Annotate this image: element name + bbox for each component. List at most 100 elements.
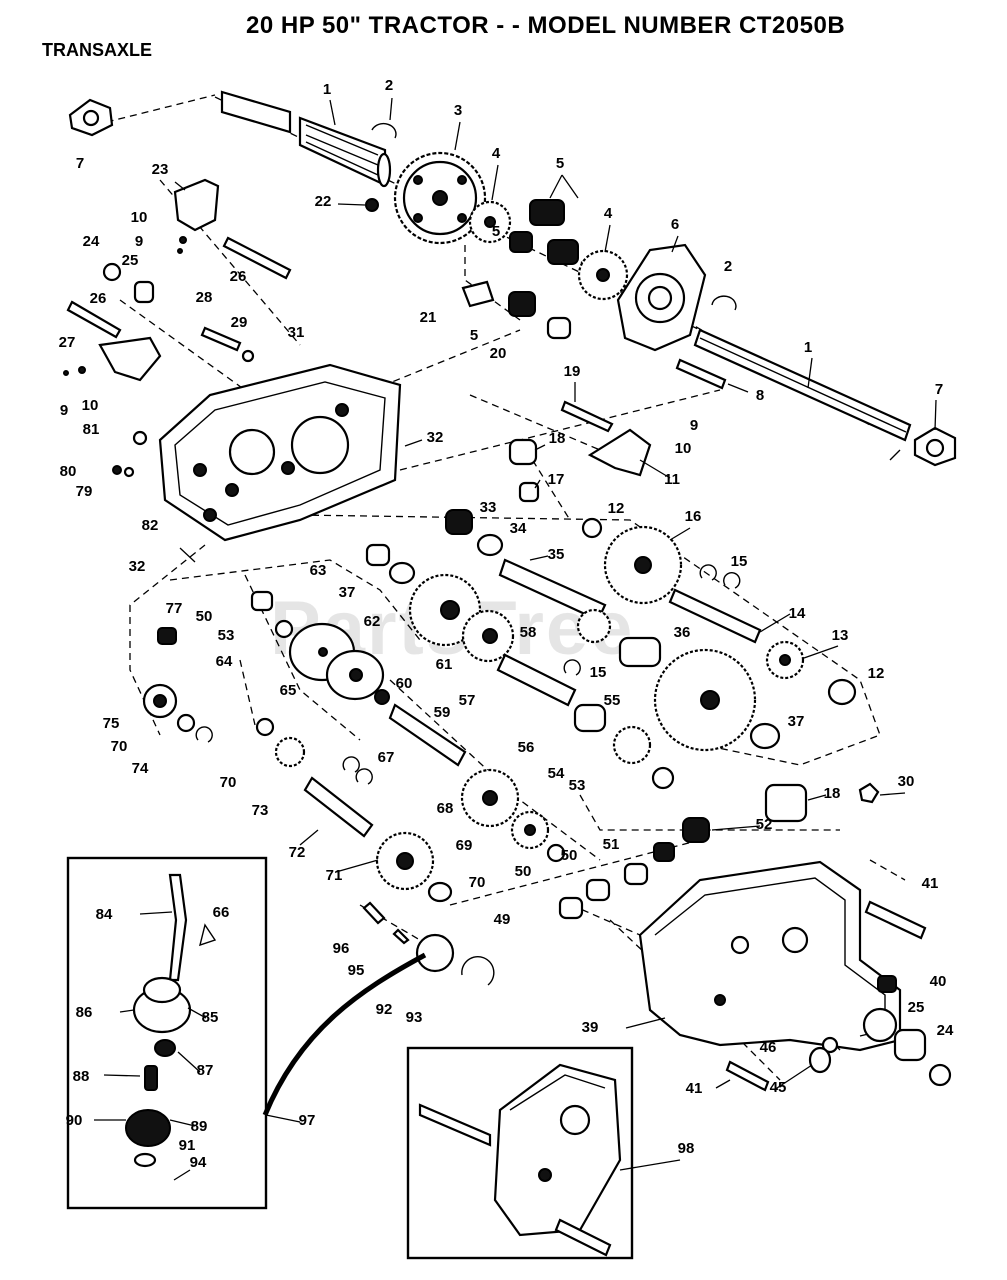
callout-7: 7 xyxy=(76,155,84,172)
callout-36: 36 xyxy=(674,624,691,641)
callout-90: 90 xyxy=(66,1112,83,1129)
callout-7: 7 xyxy=(935,381,943,398)
callout-12: 12 xyxy=(608,500,625,517)
callout-69: 69 xyxy=(456,837,473,854)
callout-41: 41 xyxy=(922,875,939,892)
callout-92: 92 xyxy=(376,1001,393,1018)
callout-66: 66 xyxy=(213,904,230,921)
callout-2: 2 xyxy=(385,77,393,94)
callout-50: 50 xyxy=(196,608,213,625)
callout-62: 62 xyxy=(364,613,381,630)
callout-2: 2 xyxy=(724,258,732,275)
callout-46: 46 xyxy=(760,1039,777,1056)
callout-94: 94 xyxy=(190,1154,207,1171)
callout-25: 25 xyxy=(908,999,925,1016)
callout-4: 4 xyxy=(604,205,613,222)
callout-58: 58 xyxy=(520,624,537,641)
shifter-inset xyxy=(66,856,268,1210)
section-label: TRANSAXLE xyxy=(42,40,153,60)
callout-61: 61 xyxy=(436,656,453,673)
callout-91: 91 xyxy=(179,1137,196,1154)
callout-39: 39 xyxy=(582,1019,599,1036)
callout-89: 89 xyxy=(191,1118,208,1135)
callout-29: 29 xyxy=(231,314,248,331)
diagram-title: 20 HP 50" TRACTOR - - MODEL NUMBER CT205… xyxy=(246,12,846,39)
callout-35: 35 xyxy=(548,546,565,563)
callout-70: 70 xyxy=(469,874,486,891)
callout-26: 26 xyxy=(230,268,247,285)
callout-77: 77 xyxy=(166,600,183,617)
callout-68: 68 xyxy=(437,800,454,817)
callout-53: 53 xyxy=(569,777,586,794)
callout-32: 32 xyxy=(129,558,146,575)
callout-63: 63 xyxy=(310,562,327,579)
callout-1: 1 xyxy=(323,81,331,98)
callout-60: 60 xyxy=(396,675,413,692)
callout-11: 11 xyxy=(664,471,680,488)
callout-27: 27 xyxy=(59,334,76,351)
mid-gear-train xyxy=(142,400,880,920)
callout-28: 28 xyxy=(196,289,213,306)
callout-56: 56 xyxy=(518,739,535,756)
callout-1: 1 xyxy=(804,339,812,356)
callout-74: 74 xyxy=(132,760,149,777)
callout-10: 10 xyxy=(675,440,692,457)
left-case-half xyxy=(112,363,423,563)
callout-75: 75 xyxy=(103,715,120,732)
callout-10: 10 xyxy=(131,209,148,226)
callout-18: 18 xyxy=(549,430,566,447)
callout-25: 25 xyxy=(122,252,139,269)
callout-19: 19 xyxy=(564,363,581,380)
callout-72: 72 xyxy=(289,844,306,861)
callout-81: 81 xyxy=(83,421,100,438)
leader-lines xyxy=(94,97,937,1127)
callout-55: 55 xyxy=(604,692,621,709)
callout-12: 12 xyxy=(868,665,885,682)
callout-20: 20 xyxy=(490,345,507,362)
callout-49: 49 xyxy=(494,911,511,928)
callout-4: 4 xyxy=(492,145,501,162)
callout-6: 6 xyxy=(671,216,679,233)
callout-13: 13 xyxy=(832,627,849,644)
callout-73: 73 xyxy=(252,802,269,819)
callout-3: 3 xyxy=(454,102,462,119)
callout-5: 5 xyxy=(556,155,564,172)
callout-93: 93 xyxy=(406,1009,423,1026)
callout-97: 97 xyxy=(299,1112,316,1129)
callout-33: 33 xyxy=(480,499,497,516)
callout-9: 9 xyxy=(690,417,698,434)
callout-96: 96 xyxy=(333,940,350,957)
callout-15: 15 xyxy=(731,553,748,570)
callout-67: 67 xyxy=(378,749,395,766)
callout-17: 17 xyxy=(548,471,565,488)
callout-31: 31 xyxy=(288,324,305,341)
callout-8: 8 xyxy=(756,387,764,404)
callout-30: 30 xyxy=(898,773,915,790)
callout-34: 34 xyxy=(510,520,527,537)
callout-70: 70 xyxy=(220,774,237,791)
callout-95: 95 xyxy=(348,962,365,979)
callout-70: 70 xyxy=(111,738,128,755)
right-case-half xyxy=(362,860,952,1092)
callout-45: 45 xyxy=(770,1079,787,1096)
callout-79: 79 xyxy=(76,483,93,500)
callout-32: 32 xyxy=(427,429,444,446)
callout-64: 64 xyxy=(216,653,233,670)
callout-40: 40 xyxy=(930,973,947,990)
callout-41: 41 xyxy=(686,1080,703,1097)
upper-gear-train xyxy=(63,90,957,467)
callout-82: 82 xyxy=(142,517,159,534)
callout-71: 71 xyxy=(326,867,343,884)
transaxle-assembly-inset xyxy=(406,1046,681,1260)
callout-53: 53 xyxy=(218,627,235,644)
callout-54: 54 xyxy=(548,765,565,782)
callout-59: 59 xyxy=(434,704,451,721)
callout-51: 51 xyxy=(603,836,620,853)
callout-24: 24 xyxy=(83,233,100,250)
callout-16: 16 xyxy=(685,508,702,525)
callout-50: 50 xyxy=(561,847,578,864)
callout-85: 85 xyxy=(202,1009,219,1026)
callout-5: 5 xyxy=(492,223,500,240)
callout-23: 23 xyxy=(152,161,169,178)
